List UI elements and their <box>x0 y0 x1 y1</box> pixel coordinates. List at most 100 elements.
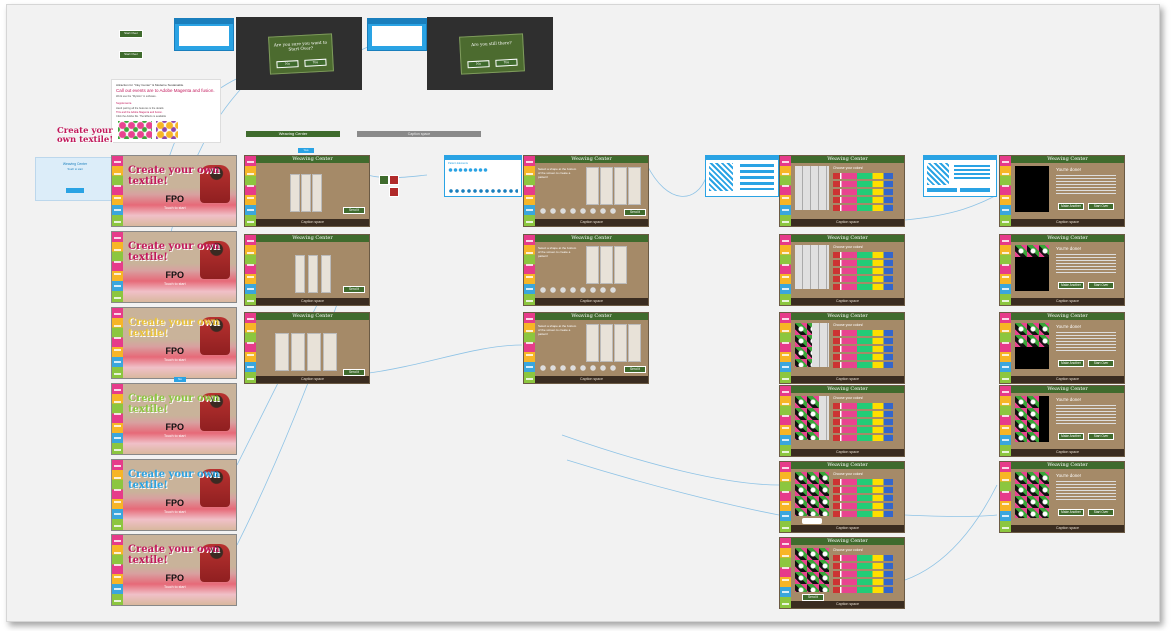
screen-header: Weaving Center <box>791 462 904 469</box>
send-button[interactable]: Send it <box>624 366 646 373</box>
fpo-label: FPO <box>165 422 184 432</box>
screen-caption: Caption space <box>791 449 904 456</box>
send-button[interactable]: Send it <box>802 594 824 601</box>
select-shape-text: Select a shape at the bottom of the scre… <box>538 167 577 179</box>
shape-palette[interactable] <box>538 365 618 371</box>
start-over-button[interactable]: Start Over <box>1088 282 1114 289</box>
start-over-button[interactable]: Start Over <box>1088 509 1114 516</box>
send-button[interactable]: Send it <box>624 209 646 216</box>
color-swatch-rows <box>740 164 774 190</box>
info-card-button[interactable] <box>66 188 84 193</box>
choose-colors-text: Choose your colors! <box>833 245 864 249</box>
screen-caption: Caption space <box>1011 376 1124 383</box>
notes-headline: Call out events are to Adobe Magenta and… <box>116 88 215 93</box>
start-over-button[interactable]: Start Over <box>1088 433 1114 440</box>
select-shape-text: Select a shape at the bottom of the scre… <box>538 246 577 258</box>
send-button[interactable]: Send it <box>343 207 365 214</box>
screen-header: Weaving Center <box>791 235 904 242</box>
final-screen-3: Weaving Center You're done! Make Another… <box>999 312 1125 384</box>
choose-colors-text: Choose your colors! <box>833 396 864 400</box>
color-screen-1: Weaving Center Choose your colors! Capti… <box>779 155 905 227</box>
notes-line-3: Hand pairing all the features is the det… <box>116 107 164 110</box>
final-screen-5: Weaving Center You're done! Make Another… <box>999 461 1125 533</box>
pattern-card-title: Pattern Elements <box>448 162 468 165</box>
dialog-yes-button[interactable]: Yes <box>304 58 327 67</box>
pattern-elements-card: Pattern Elements <box>444 155 522 197</box>
make-another-button[interactable]: Make Another <box>1058 203 1084 210</box>
notes-line-1: Work use the "Mystics" in software. <box>116 95 157 98</box>
final-info-card <box>923 155 997 197</box>
splash-title: Create your own textile! <box>128 165 220 187</box>
screen-caption: Caption space <box>1011 219 1124 226</box>
fpo-label: FPO <box>165 270 184 280</box>
make-another-button[interactable]: Make Another <box>1058 509 1084 516</box>
shape-palette[interactable] <box>538 208 618 214</box>
screen-header: Weaving Center <box>1011 313 1124 320</box>
dialog-no-button[interactable]: No <box>276 60 299 69</box>
screen-header: Weaving Center <box>535 313 648 320</box>
screen-caption: Caption space <box>791 601 904 608</box>
choose-colors-text: Choose your colors! <box>833 323 864 327</box>
done-title: You're done! <box>1056 397 1081 402</box>
shape-palette[interactable] <box>538 287 618 293</box>
screen-header: Weaving Center <box>535 156 648 163</box>
color-selector-card <box>705 155 779 197</box>
color-grid <box>709 163 733 191</box>
tag-button-1[interactable]: Yes <box>298 148 314 153</box>
dialog-no-button-2[interactable]: No <box>467 60 490 69</box>
weaving-screen-col2-2: Weaving Center Send it Caption space <box>244 234 370 306</box>
tag-button-2[interactable]: No <box>174 377 186 382</box>
touch-text: Touch to start <box>164 358 186 362</box>
touch-text: Touch to start <box>164 585 186 589</box>
final-screen-1: Weaving Center You're done! Make Another… <box>999 155 1125 227</box>
canvas-board: Start Over Start Over Attraction for "In… <box>6 4 1160 622</box>
screen-header: Weaving Center <box>256 156 369 163</box>
make-another-button[interactable]: Make Another <box>1058 360 1084 367</box>
start-over-button[interactable]: Start Over <box>1088 360 1114 367</box>
color-screen-3: Weaving Center Choose your colors! Capti… <box>779 312 905 384</box>
header-bar-sample: Weaving Center <box>246 131 340 137</box>
weaving-screen-col2-1: Weaving Center Send it Caption space <box>244 155 370 227</box>
dialog-text-2: Are you still there? <box>471 39 512 48</box>
screen-caption: Caption space <box>791 376 904 383</box>
fpo-label: FPO <box>165 573 184 583</box>
shape-screen-1: Weaving Center Select a shape at the bot… <box>523 155 649 227</box>
flag-icon-3 <box>389 187 399 197</box>
fpo-label: FPO <box>165 498 184 508</box>
screen-header: Weaving Center <box>535 235 648 242</box>
choose-colors-text: Choose your colors! <box>833 472 864 476</box>
screen-caption: Caption space <box>535 376 648 383</box>
mini-start-button[interactable]: Start Over <box>119 30 143 38</box>
notes-card: Attraction for "Inky Center" & Moderne S… <box>111 79 221 143</box>
screen-header: Weaving Center <box>791 313 904 320</box>
final-screen-2: Weaving Center You're done! Make Another… <box>999 234 1125 306</box>
dialog-text: Are you sure you want to Start Over? <box>273 39 328 52</box>
make-another-button[interactable]: Make Another <box>1058 433 1084 440</box>
screen-caption: Caption space <box>256 298 369 305</box>
info-card-title: Weaving Center <box>62 162 88 166</box>
make-another-button[interactable]: Make Another <box>1058 282 1084 289</box>
weaving-screen-col2-3: Weaving Center Send it Caption space <box>244 312 370 384</box>
info-card-subtitle: Touch to start <box>67 168 83 171</box>
final-screen-4: Weaving Center You're done! Make Another… <box>999 385 1125 457</box>
send-button[interactable]: Send it <box>343 369 365 376</box>
screen-header: Weaving Center <box>791 386 904 393</box>
splash-title: Create your own textile! <box>128 393 220 415</box>
done-title: You're done! <box>1056 324 1081 329</box>
shape-screen-2: Weaving Center Select a shape at the bot… <box>523 234 649 306</box>
screen-header: Weaving Center <box>791 156 904 163</box>
still-there-dialog-frame: Are you still there? No Yes <box>427 17 553 90</box>
send-button[interactable]: Send it <box>343 286 365 293</box>
flag-icon-1 <box>379 175 389 185</box>
mini-start-button-2[interactable]: Start Over <box>119 51 143 59</box>
start-over-button[interactable]: Start Over <box>1088 203 1114 210</box>
dialog-yes-button-2[interactable]: Yes <box>495 58 518 67</box>
done-title: You're done! <box>1056 246 1081 251</box>
screen-header: Weaving Center <box>1011 156 1124 163</box>
